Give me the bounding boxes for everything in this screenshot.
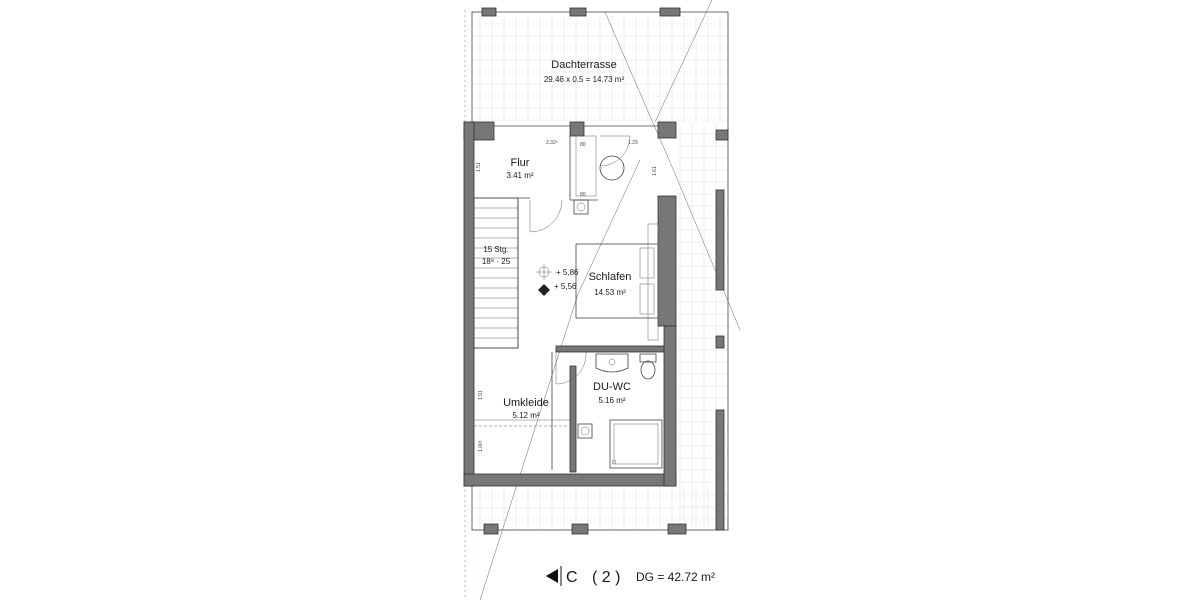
room-name-umkleide: Umkleide	[503, 397, 549, 409]
door-swings	[529, 135, 631, 385]
dimension-1: 2.32⁵	[546, 140, 558, 146]
stair-steps: 15 Stg.	[483, 245, 508, 254]
bed	[575, 223, 659, 341]
room-area-umkleide: 5.12 m²	[512, 411, 539, 420]
room-area-duwc: 5.16 m²	[598, 396, 625, 405]
bathroom-fixtures	[573, 135, 663, 469]
unit-label: ( 2 )	[592, 569, 620, 586]
section-label: C	[566, 569, 578, 586]
level-markers	[536, 264, 552, 296]
construction-lines	[479, 0, 741, 600]
room-name-schlafen: Schlafen	[589, 271, 632, 283]
dimension-2: 1.29	[628, 140, 638, 146]
level-upper: + 5,86	[556, 268, 579, 277]
dimension-3: 80	[580, 142, 586, 148]
terrace-parapet	[471, 7, 729, 535]
terrace-area: 29.46 x 0.5 = 14.73 m²	[544, 75, 625, 84]
dimension-6: 1.61	[652, 166, 658, 176]
dimension-5: 1.51	[476, 162, 482, 172]
closet	[474, 419, 570, 427]
dimension-8: 1.00⁵	[478, 440, 484, 452]
section-arrow-icon	[546, 569, 558, 583]
dimension-7: 1.91	[478, 390, 484, 400]
room-name-flur: Flur	[511, 157, 530, 169]
stair-ratio: 18⁸ · 25	[482, 257, 511, 266]
level-lower: + 5,56	[554, 282, 577, 291]
staircase	[474, 207, 518, 339]
exterior-walls	[463, 121, 677, 487]
dimension-4: 80	[580, 192, 586, 198]
room-name-duwc: DU-WC	[593, 381, 631, 393]
terrace-tile-grid	[472, 16, 729, 531]
room-area-flur: 3.41 m²	[506, 171, 533, 180]
floor-area-summary: DG = 42.72 m²	[636, 570, 715, 584]
terrace-name: Dachterrasse	[551, 59, 616, 71]
room-area-schlafen: 14.53 m²	[594, 288, 626, 297]
